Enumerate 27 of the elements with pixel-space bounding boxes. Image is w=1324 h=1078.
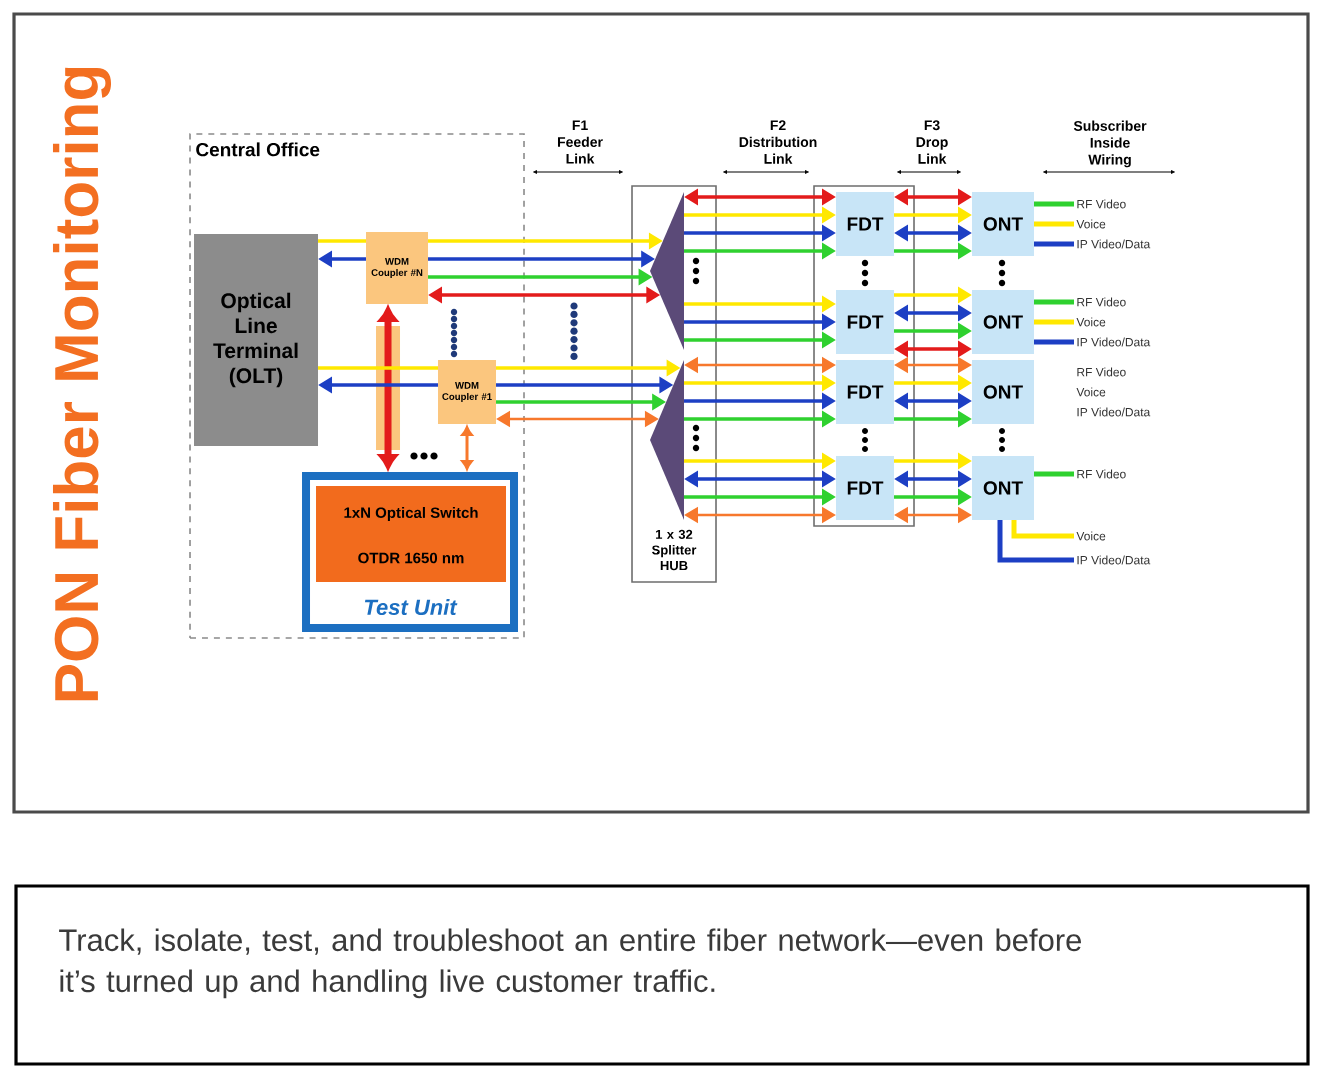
- terminal-box: Optical Line Terminal (OLT): [194, 234, 318, 446]
- outline-box: [813, 185, 915, 527]
- ont-box: ONT: [972, 456, 1034, 520]
- wiring-line: [1034, 471, 1074, 477]
- arrow: [378, 306, 398, 470]
- arrow: [461, 425, 473, 471]
- ont-box: ONT: [972, 360, 1034, 424]
- wiring-line: [1034, 319, 1074, 325]
- caption-box: Track, isolate, test, and troubleshoot an entire fiber network—even before it’s turned up and handling live customer traffic.: [14, 884, 1310, 1066]
- ont-box: ONT: [972, 290, 1034, 354]
- fiber-line: [318, 239, 366, 243]
- fdt-box: FDT: [836, 360, 894, 424]
- wiring-line: [1034, 339, 1074, 345]
- fdt-box: FDT: [836, 290, 894, 354]
- wiring-line: [1034, 221, 1074, 227]
- wiring-line: [1034, 299, 1074, 305]
- wiring-line: [1011, 520, 1074, 539]
- title: PON Fiber Monitoring: [52, 67, 112, 701]
- fdt-box: FDT: [836, 192, 894, 256]
- splitter-triangle: [650, 192, 684, 350]
- wiring-line: [1034, 201, 1074, 207]
- fiber-line: [318, 366, 438, 370]
- wiring-line: [1034, 241, 1074, 247]
- splitter-triangle: [650, 360, 684, 520]
- ont-box: ONT: [972, 192, 1034, 256]
- wiring-line: [997, 520, 1074, 563]
- fdt-box: FDT: [836, 456, 894, 520]
